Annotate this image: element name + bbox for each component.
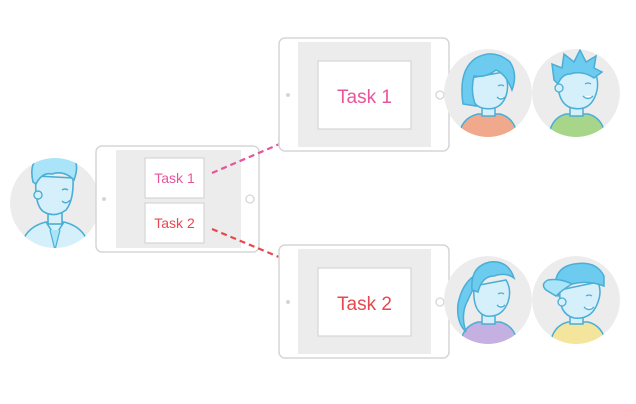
group-tablet-top: Task 1 [278, 37, 450, 152]
task-panel-2-label: Task 2 [337, 294, 392, 315]
tablet-camera-icon [102, 197, 106, 201]
task-panel-1-label: Task 1 [337, 87, 392, 108]
tablet-camera-icon [286, 300, 290, 304]
student-boy-spiky-icon [532, 49, 620, 137]
task-card-1[interactable]: Task 1 [144, 157, 205, 199]
student-boy-cap-icon [532, 256, 620, 344]
student-girl-ponytail-icon [444, 256, 532, 344]
task-card-2[interactable]: Task 2 [144, 202, 205, 244]
task-card-1-label: Task 1 [154, 170, 195, 186]
teacher-tablet: Task 1 Task 2 [95, 145, 260, 253]
tablet-home-button-icon [245, 194, 255, 204]
arrow-task-1 [211, 129, 312, 175]
tablet-home-button-icon [435, 90, 445, 100]
task-panel-2[interactable] [317, 267, 412, 337]
task-panel-1[interactable] [317, 60, 412, 130]
tablet-home-button-icon [435, 297, 445, 307]
task-card-2-label: Task 2 [154, 215, 195, 231]
arrow-task-2 [211, 227, 312, 272]
teacher-avatar-icon [10, 158, 100, 248]
tablet-camera-icon [286, 93, 290, 97]
student-girl-bob-icon [444, 49, 532, 137]
group-tablet-bottom: Task 2 [278, 244, 450, 359]
